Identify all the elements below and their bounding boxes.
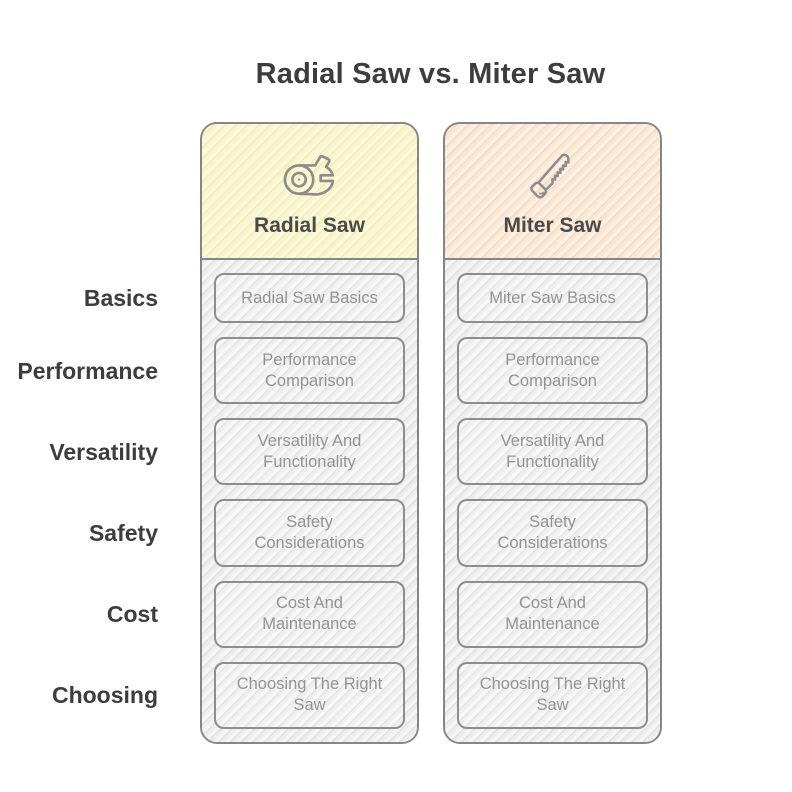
cell-radial-choosing: Choosing The Right Saw: [214, 661, 405, 730]
column-header-miter-saw: Miter Saw: [445, 124, 660, 260]
row-label-basics: Basics: [83, 285, 158, 311]
cell-radial-safety: Safety Considerations: [214, 499, 405, 567]
circular-saw-icon: [281, 145, 339, 205]
cell-radial-cost: Cost And Maintenance: [214, 580, 405, 648]
cell-radial-basics: Radial Saw Basics: [214, 273, 405, 323]
column-radial-saw: Radial Saw Radial Saw Basics Performance…: [200, 122, 419, 744]
cell-miter-performance: Performance Comparison: [457, 337, 648, 405]
cell-miter-choosing: Choosing The Right Saw: [457, 661, 648, 730]
row-label-cost: Cost: [106, 601, 158, 627]
row-label-safety: Safety: [88, 520, 158, 546]
cell-radial-performance: Performance Comparison: [214, 337, 405, 405]
column-body-miter-saw: Miter Saw Basics Performance Comparison …: [445, 260, 660, 742]
row-label-versatility: Versatility: [49, 439, 158, 465]
cell-miter-basics: Miter Saw Basics: [457, 273, 648, 323]
cell-miter-cost: Cost And Maintenance: [457, 580, 648, 648]
column-title-miter-saw: Miter Saw: [503, 213, 602, 237]
hand-saw-icon: [525, 145, 581, 205]
column-miter-saw: Miter Saw Miter Saw Basics Performance C…: [443, 122, 662, 744]
cell-radial-versatility: Versatility And Functionality: [214, 418, 405, 486]
cell-miter-safety: Safety Considerations: [457, 499, 648, 567]
row-label-choosing: Choosing: [51, 682, 158, 708]
column-header-radial-saw: Radial Saw: [202, 124, 417, 260]
row-label-performance: Performance: [17, 358, 158, 384]
column-title-radial-saw: Radial Saw: [254, 213, 365, 237]
page-title: Radial Saw vs. Miter Saw: [255, 58, 606, 90]
column-body-radial-saw: Radial Saw Basics Performance Comparison…: [202, 260, 417, 742]
cell-miter-versatility: Versatility And Functionality: [457, 418, 648, 486]
